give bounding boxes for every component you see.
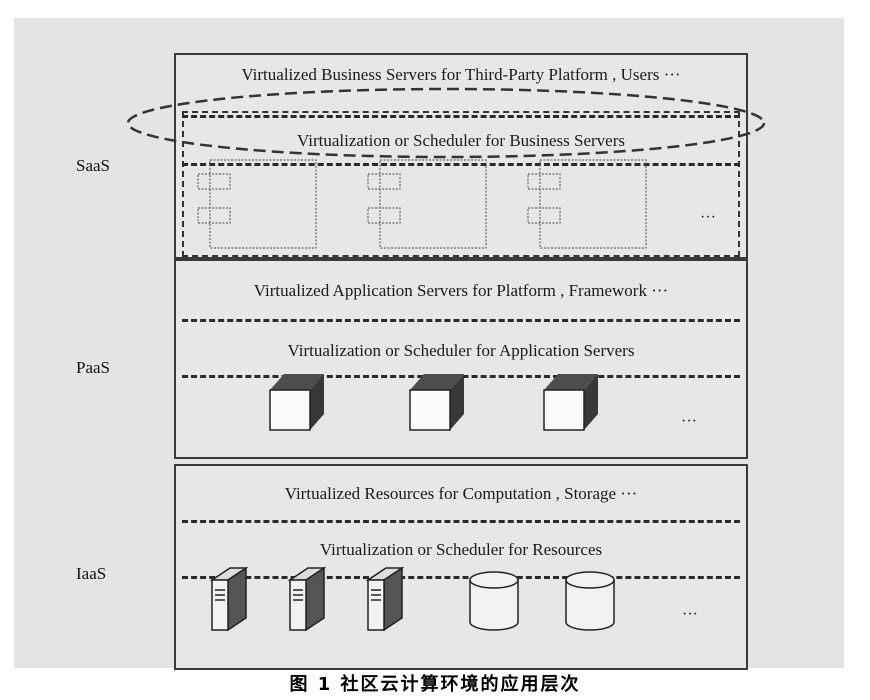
diagram-graphics: [126, 87, 766, 632]
database-icon: [469, 571, 519, 631]
paas-dashed-line-1: [182, 319, 740, 322]
saas-label: SaaS: [76, 156, 110, 175]
server-icon: [287, 566, 327, 632]
paas-scheduler-text: Virtualization or Scheduler for Applicat…: [287, 341, 635, 360]
saas-dashed-box: [182, 111, 740, 257]
component-icon: [367, 159, 487, 249]
database-icon: [565, 571, 615, 631]
saas-dashed-line-1: [182, 115, 740, 118]
component-icon: [197, 159, 317, 249]
figure-caption: 图 1 社区云计算环境的应用层次: [289, 674, 581, 695]
application-server-cube-icon: [269, 374, 324, 431]
figure-area: SaaS PaaS IaaS Virtualized Business Serv…: [14, 18, 844, 670]
iaas-layer: Virtualized Resources for Computation , …: [174, 464, 748, 670]
iaas-more-ellipsis: ···: [682, 606, 698, 623]
application-server-cube-icon: [409, 374, 464, 431]
paas-more-ellipsis: ···: [681, 413, 697, 430]
paas-application-servers-text: Virtualized Application Servers for Plat…: [253, 281, 669, 300]
saas-scheduler-text: Virtualization or Scheduler for Business…: [296, 131, 626, 150]
highlight-ellipse: [126, 87, 766, 159]
server-icon: [209, 566, 249, 632]
saas-more-ellipsis: ···: [700, 209, 716, 226]
saas-dashed-line-2: [182, 163, 740, 166]
iaas-scheduler-text: Virtualization or Scheduler for Resource…: [319, 540, 603, 559]
component-icon: [527, 159, 647, 249]
server-icon: [365, 566, 405, 632]
iaas-dashed-line-1: [182, 520, 740, 523]
saas-business-servers-text: Virtualized Business Servers for Third-P…: [241, 65, 681, 84]
iaas-dashed-line-2: [182, 576, 740, 579]
paas-label: PaaS: [76, 358, 110, 377]
application-server-cube-icon: [543, 374, 598, 431]
iaas-label: IaaS: [76, 564, 107, 583]
iaas-resources-text: Virtualized Resources for Computation , …: [284, 484, 638, 503]
